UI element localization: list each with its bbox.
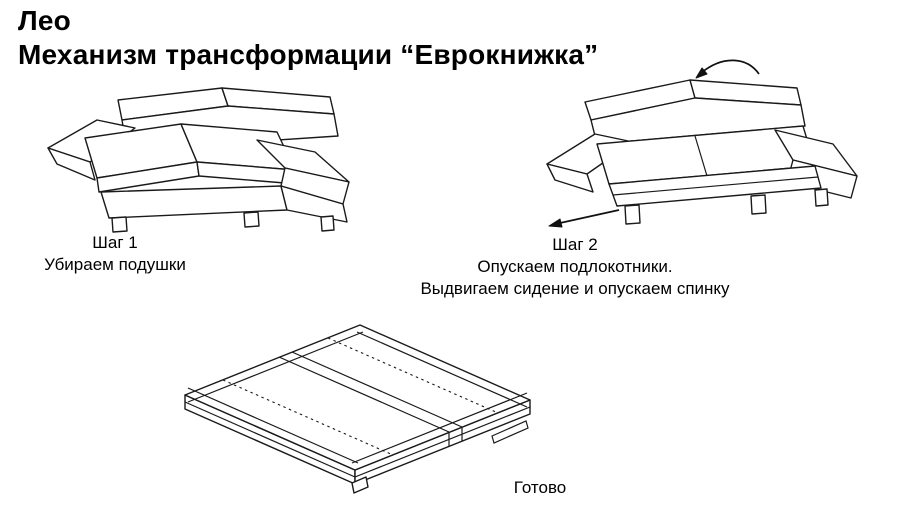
mechanism-name: Механизм трансформации “Еврокнижка” (18, 39, 599, 70)
sofa1-base (100, 185, 348, 223)
step1-caption: Шаг 1 Убираем подушки (15, 232, 215, 276)
sofa1-legs (111, 211, 335, 233)
fold-out-leg (351, 420, 529, 494)
sofa-step2-drawing (546, 59, 858, 228)
sofa-step1-drawing (47, 87, 350, 233)
done-label: Готово (513, 478, 567, 497)
sofa2-legs (624, 188, 829, 225)
stitch-lines (222, 337, 499, 456)
product-name: Лео (18, 5, 71, 36)
step2-label: Шаг 2 (552, 235, 598, 254)
step2-caption: Шаг 2 Опускаем подлокотники. Выдвигаем с… (405, 234, 745, 300)
fold-backrest-arrow-icon (695, 59, 760, 79)
bed-top-surface (184, 324, 531, 471)
step2-text-1: Опускаем подлокотники. (477, 257, 673, 276)
sofa1-seat-cushions (84, 123, 298, 193)
page-title: Лео Механизм трансформации “Еврокнижка” (18, 4, 598, 72)
hinge-band (278, 351, 463, 446)
done-caption: Готово (470, 477, 610, 499)
sofa1-right-armrest (256, 139, 350, 205)
pull-seat-arrow-icon (548, 209, 620, 228)
sofa2-base (608, 165, 822, 207)
step1-text: Убираем подушки (44, 255, 186, 274)
bed-drawing (184, 324, 531, 494)
bed-sides (184, 394, 531, 485)
step2-text-2: Выдвигаем сидение и опускаем спинку (420, 279, 730, 298)
step1-label: Шаг 1 (92, 233, 138, 252)
sofa2-backrest (584, 79, 806, 145)
